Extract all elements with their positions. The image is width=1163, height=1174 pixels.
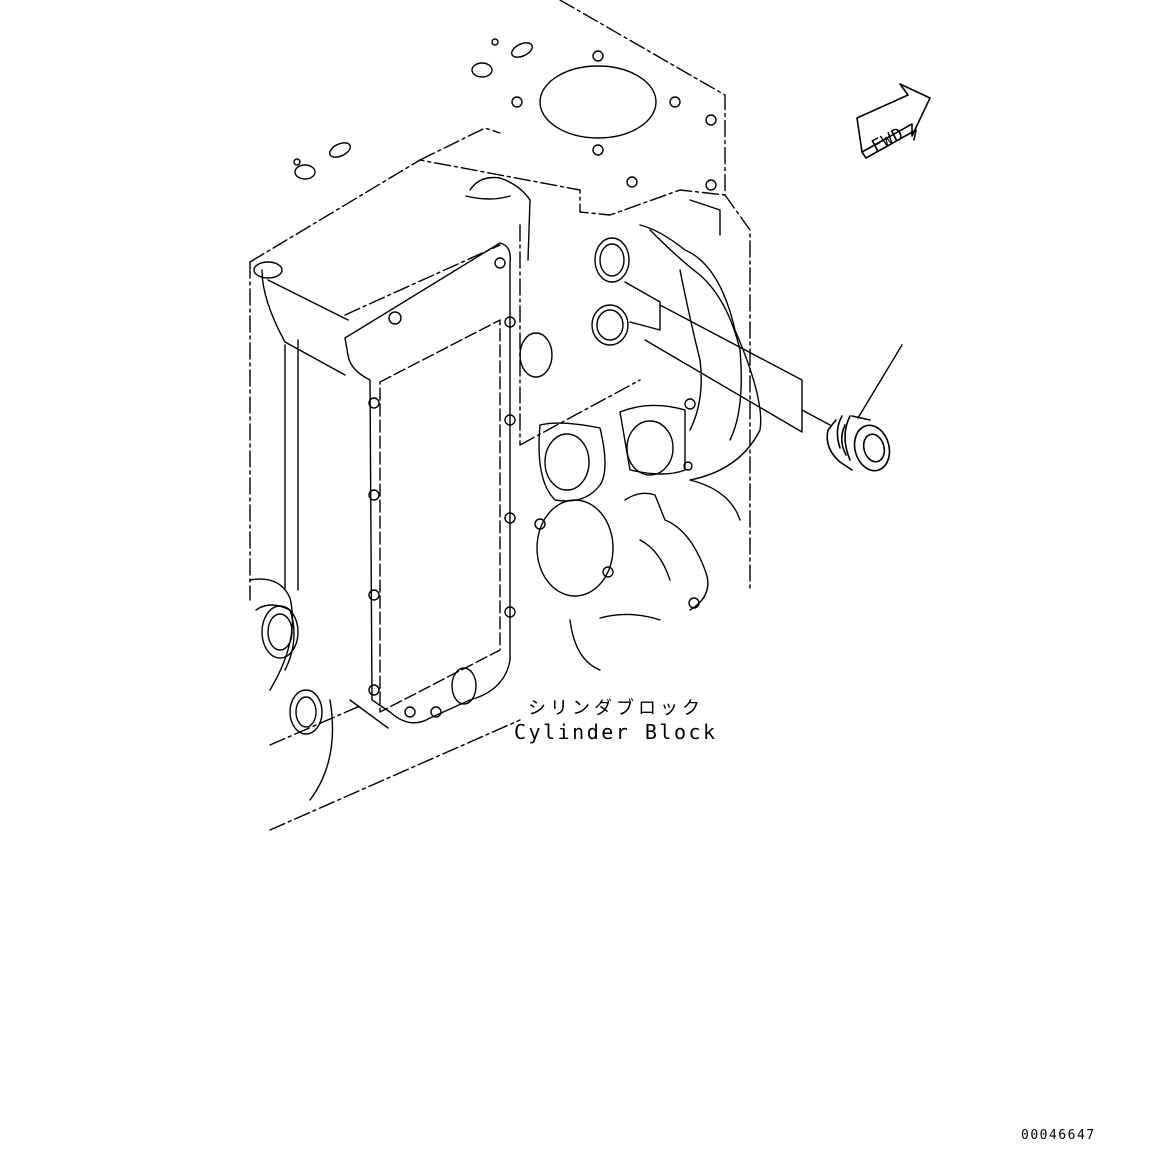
part-name-japanese: シリンダブロック bbox=[528, 698, 704, 719]
fwd-label: FWD bbox=[868, 124, 907, 157]
fwd-arrow-icon bbox=[856, 83, 931, 159]
front-face-bores bbox=[519, 237, 696, 597]
leader-lines bbox=[644, 304, 903, 433]
front-gasket-outline bbox=[344, 242, 516, 724]
block-side-features bbox=[249, 176, 762, 801]
top-surface-holes bbox=[253, 38, 717, 279]
block-top-surface bbox=[249, 0, 751, 831]
drawing-id: 00046647 bbox=[1021, 1128, 1096, 1143]
part-name-english: Cylinder Block bbox=[514, 720, 718, 744]
plug-part-icon bbox=[826, 415, 891, 472]
